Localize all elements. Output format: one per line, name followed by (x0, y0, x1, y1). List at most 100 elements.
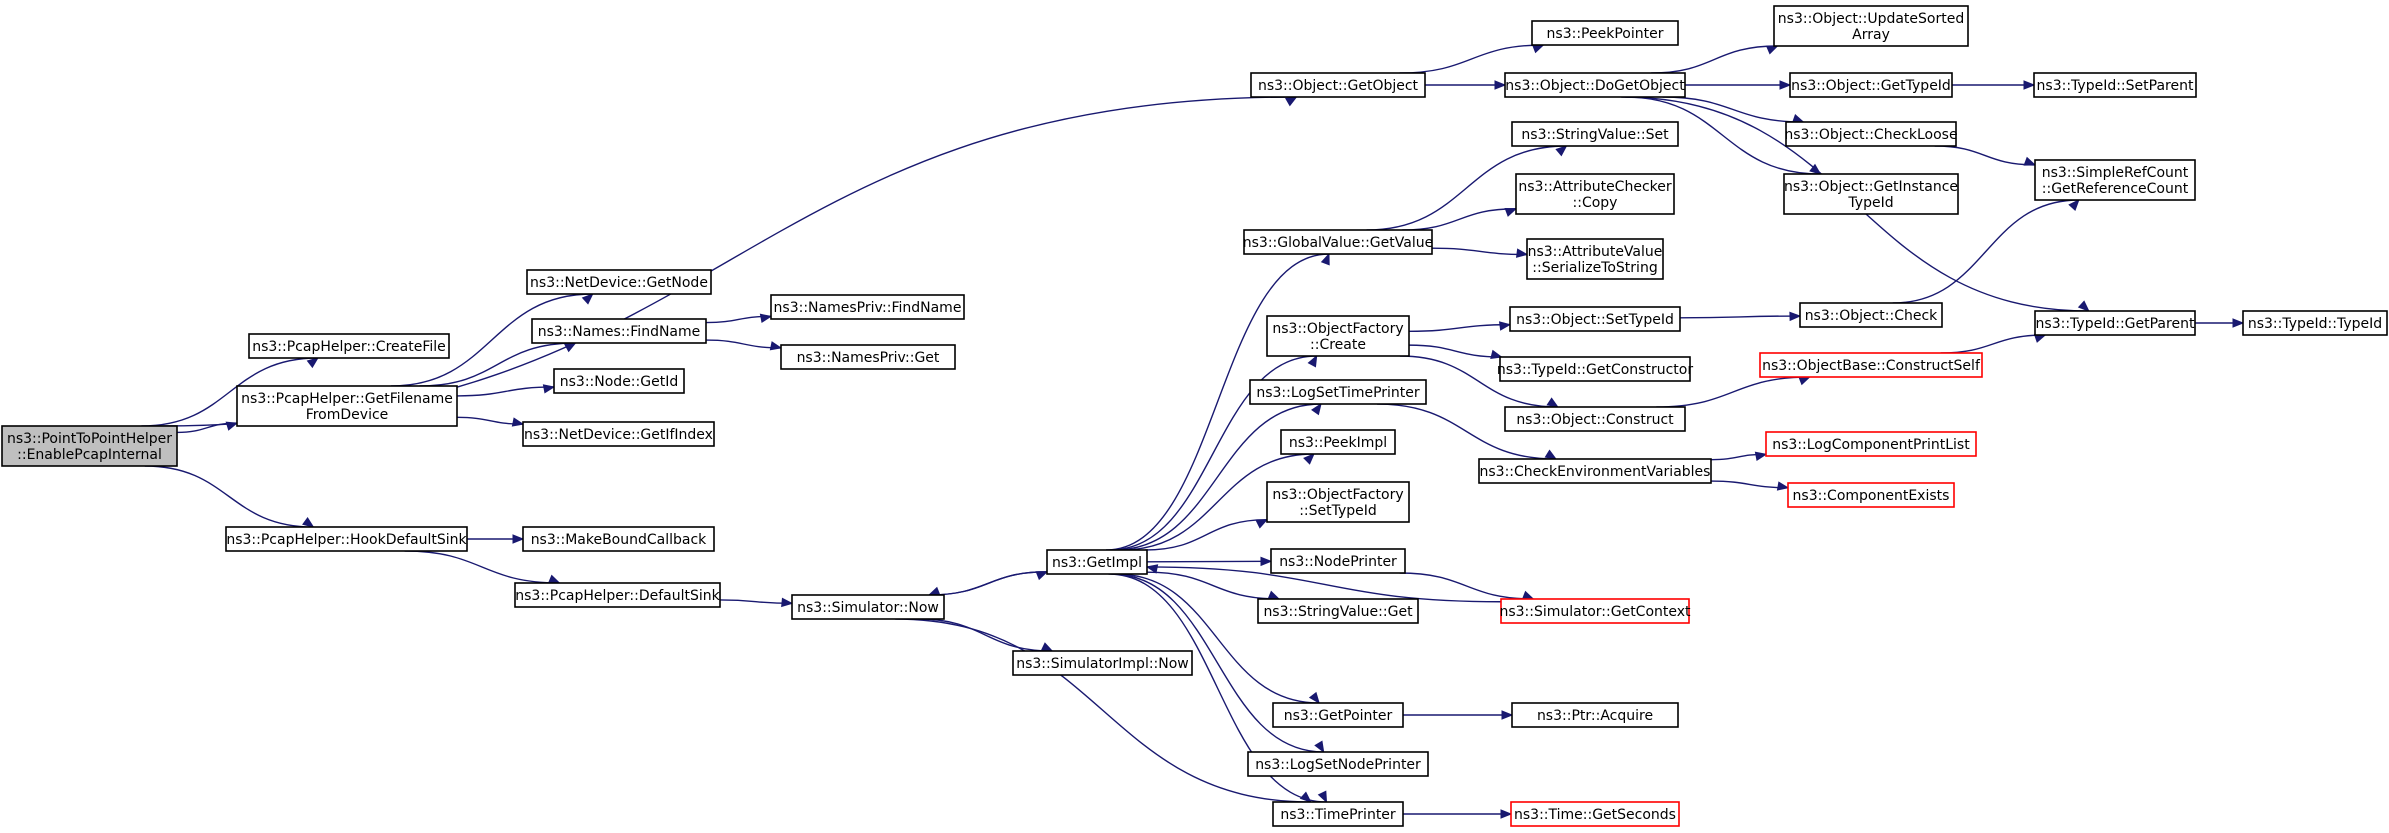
node-hookdefault[interactable]: ns3::PcapHelper::HookDefaultSink (225, 526, 468, 552)
node-obj_gettypeid[interactable]: ns3::Object::GetTypeId (1789, 72, 1953, 98)
node-netdev_getnode[interactable]: ns3::NetDevice::GetNode (526, 269, 712, 295)
arrowhead-hookdefault-to-defaultsink (547, 574, 561, 584)
node-sv_get[interactable]: ns3::StringValue::Get (1257, 598, 1419, 624)
arrowhead-defaultsink-to-sim_now (781, 597, 794, 608)
node-label: ns3::TypeId::GetParent (2036, 316, 2195, 332)
node-obj_settypeid[interactable]: ns3::Object::SetTypeId (1509, 306, 1681, 332)
node-box (1247, 751, 1429, 777)
node-box (553, 368, 685, 394)
node-label: ns3::Object::Construct (1516, 412, 1674, 428)
call-edge-of_create-to-obj_construct (1399, 355, 1558, 408)
node-ptr_acquire[interactable]: ns3::Ptr::Acquire (1511, 702, 1679, 728)
node-label: ns3::TypeId::TypeId (2248, 316, 2382, 332)
node-time_getseconds[interactable]: ns3::Time::GetSeconds (1510, 801, 1680, 827)
node-root[interactable]: ns3::PointToPointHelper::EnablePcapInter… (1, 425, 178, 467)
node-logsetnodeprinter[interactable]: ns3::LogSetNodePrinter (1247, 751, 1429, 777)
node-obj_getobject[interactable]: ns3::Object::GetObject (1250, 72, 1426, 98)
node-label: ns3::TimePrinter (1280, 807, 1396, 823)
node-label: ns3::Object::UpdateSorted (1778, 11, 1964, 27)
node-of_settypeid[interactable]: ns3::ObjectFactory::SetTypeId (1266, 481, 1410, 523)
call-edge-hookdefault-to-defaultsink (404, 550, 560, 584)
call-edge-root-to-createfile (141, 357, 318, 427)
node-obj_check[interactable]: ns3::Object::Check (1799, 302, 1943, 328)
arrowhead-checkenv-to-logcomp_printlist (1754, 451, 1768, 461)
call-edge-getimpl-to-logsetnodeprinter (1111, 573, 1324, 753)
node-box (1511, 702, 1679, 728)
call-edge-obj_getobject-to-peekpointer (1399, 44, 1544, 74)
call-edge-getimpl-to-sim_now (929, 571, 1048, 596)
call-edge-getimpl-to-gv_getvalue (1106, 253, 1329, 551)
node-makebound[interactable]: ns3::MakeBoundCallback (522, 526, 715, 552)
node-obj_dogetobject[interactable]: ns3::Object::DoGetObject (1504, 72, 1686, 98)
node-getpointer[interactable]: ns3::GetPointer (1272, 702, 1404, 728)
call-edges (141, 44, 2245, 819)
node-label: ns3::SimulatorImpl::Now (1016, 656, 1189, 672)
arrowhead-timeprinter-to-time_getseconds (1500, 809, 1513, 819)
node-label: ns3::Ptr::Acquire (1537, 708, 1653, 724)
node-checkenv[interactable]: ns3::CheckEnvironmentVariables (1478, 458, 1712, 484)
arrowhead-getimpl-to-gv_getvalue (1320, 252, 1330, 266)
call-edge-obj_settypeid-to-obj_check (1679, 315, 1801, 319)
arrowhead-of_create-to-obj_settypeid (1498, 321, 1512, 331)
arrowhead-getimpl-to-sv_get (1267, 590, 1281, 600)
node-typeid_getctor[interactable]: ns3::TypeId::GetConstructor (1497, 356, 1693, 382)
node-label: ns3::Time::GetSeconds (1514, 807, 1676, 823)
node-peekpointer[interactable]: ns3::PeekPointer (1531, 20, 1679, 46)
call-edge-sim_getcontext-to-getimpl (1146, 566, 1502, 603)
node-label: ns3::PeekPointer (1547, 26, 1664, 42)
node-timeprinter[interactable]: ns3::TimePrinter (1272, 801, 1404, 827)
node-createfile[interactable]: ns3::PcapHelper::CreateFile (248, 333, 450, 359)
node-box (2034, 159, 2196, 201)
arrowhead-obj_construct-to-objbase_construct (1798, 376, 1811, 386)
node-names_findname[interactable]: ns3::Names::FindName (531, 318, 707, 344)
node-box (1509, 306, 1681, 332)
node-box (1266, 481, 1410, 523)
node-defaultsink[interactable]: ns3::PcapHelper::DefaultSink (514, 582, 721, 608)
node-obj_checkloose[interactable]: ns3::Object::CheckLoose (1784, 121, 1958, 147)
arrowhead-nodeprinter-to-sim_getcontext (1521, 590, 1535, 600)
call-edge-obj_construct-to-objbase_construct (1656, 376, 1810, 408)
node-gv_getvalue[interactable]: ns3::GlobalValue::GetValue (1243, 229, 1433, 255)
node-typeid_getparent[interactable]: ns3::TypeId::GetParent (2034, 310, 2196, 336)
node-box (1511, 121, 1679, 147)
node-sim_now[interactable]: ns3::Simulator::Now (791, 594, 945, 620)
node-attrchecker_copy[interactable]: ns3::AttributeChecker::Copy (1515, 173, 1675, 215)
node-sv_set[interactable]: ns3::StringValue::Set (1511, 121, 1679, 147)
arrowhead-root-to-hookdefault (302, 517, 315, 528)
node-getimpl[interactable]: ns3::GetImpl (1046, 549, 1148, 575)
node-sim_getcontext[interactable]: ns3::Simulator::GetContext (1499, 598, 1691, 624)
node-objbase_construct[interactable]: ns3::ObjectBase::ConstructSelf (1759, 352, 1983, 378)
node-box (1783, 173, 1959, 215)
node-typeid_typeid[interactable]: ns3::TypeId::TypeId (2242, 310, 2388, 336)
node-peekimpl[interactable]: ns3::PeekImpl (1280, 429, 1396, 455)
node-of_create[interactable]: ns3::ObjectFactory::Create (1266, 315, 1410, 357)
node-simimpl_now[interactable]: ns3::SimulatorImpl::Now (1012, 650, 1193, 676)
node-node_getid[interactable]: ns3::Node::GetId (553, 368, 685, 394)
arrowhead-gv_getvalue-to-attrchecker_copy (1504, 207, 1518, 217)
node-label: ns3::Node::GetId (560, 374, 678, 390)
node-logsettimeprinter[interactable]: ns3::LogSetTimePrinter (1249, 379, 1427, 405)
node-netdev_getifindex[interactable]: ns3::NetDevice::GetIfIndex (522, 421, 715, 447)
node-typeid_setparent[interactable]: ns3::TypeId::SetParent (2033, 72, 2197, 98)
node-simplerefcount[interactable]: ns3::SimpleRefCount::GetReferenceCount (2034, 159, 2196, 201)
arrowhead-sim_now-to-timeprinter (1299, 791, 1312, 803)
node-componentexists[interactable]: ns3::ComponentExists (1787, 482, 1955, 508)
node-label: ns3::Object::Check (1805, 308, 1938, 324)
node-nodeprinter[interactable]: ns3::NodePrinter (1270, 548, 1406, 574)
node-attrvalue_ser[interactable]: ns3::AttributeValue::SerializeToString (1526, 238, 1664, 280)
node-box (1266, 315, 1410, 357)
node-box (225, 526, 468, 552)
node-box (1789, 72, 1953, 98)
node-obj_construct[interactable]: ns3::Object::Construct (1504, 406, 1686, 432)
node-box (522, 421, 715, 447)
node-namespriv_get[interactable]: ns3::NamesPriv::Get (780, 344, 956, 370)
node-box (1, 425, 178, 467)
node-label: ns3::LogComponentPrintList (1772, 437, 1970, 453)
node-namespriv_findname[interactable]: ns3::NamesPriv::FindName (770, 294, 965, 320)
node-logcomp_printlist[interactable]: ns3::LogComponentPrintList (1765, 431, 1977, 457)
call-edge-names_findname-to-namespriv_get (705, 339, 782, 349)
